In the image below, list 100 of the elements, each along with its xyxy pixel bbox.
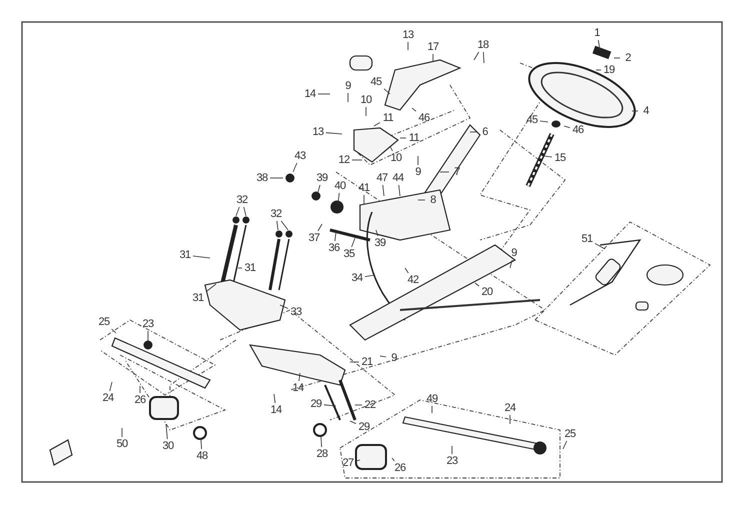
leader-line (320, 436, 322, 448)
callout-number: 1 (590, 27, 604, 39)
leader-line (236, 206, 240, 216)
callout-number: 20 (480, 286, 494, 298)
callout-number: 11 (381, 112, 395, 124)
callout-number: 29 (357, 421, 371, 433)
leader-line (111, 328, 116, 334)
callout-number: 14 (291, 382, 305, 394)
callout-number: 9 (507, 247, 521, 259)
callout-number: 11 (407, 132, 421, 144)
callout-number: 24 (101, 392, 115, 404)
callout-number: 28 (315, 448, 329, 460)
leader-line (351, 238, 356, 248)
callout-number: 39 (373, 237, 387, 249)
leader-line (474, 52, 480, 60)
leader-line (243, 206, 246, 216)
callout-number: 21 (360, 356, 374, 368)
callout-number: 6 (478, 126, 492, 138)
callout-number: 47 (375, 172, 389, 184)
leader-line (540, 120, 548, 122)
leader-line (432, 54, 434, 62)
callout-number: 4 (639, 105, 653, 117)
callout-number: 25 (97, 316, 111, 328)
callout-number: 24 (503, 402, 517, 414)
callout-number: 41 (357, 182, 371, 194)
callout-number: 10 (389, 152, 403, 164)
callout-number: 34 (350, 272, 364, 284)
callout-number: 46 (571, 124, 585, 136)
callout-number: 9 (387, 352, 401, 364)
leader-line (200, 440, 202, 450)
leader-line (562, 440, 568, 450)
leader-line (390, 146, 393, 152)
callout-number: 19 (602, 64, 616, 76)
callout-number: 23 (445, 455, 459, 467)
callout-number: 31 (191, 292, 205, 304)
callout-number: 2 (621, 52, 635, 64)
leader-line (364, 274, 376, 278)
callout-number: 35 (342, 248, 356, 260)
callout-number: 29 (309, 398, 323, 410)
callout-number: 44 (391, 172, 405, 184)
leader-line (598, 40, 600, 50)
leader-line (192, 256, 210, 258)
callout-number: 36 (327, 242, 341, 254)
leader-line (324, 404, 336, 406)
leader-line (280, 304, 288, 309)
leader-line (274, 394, 276, 404)
callout-number: 49 (425, 393, 439, 405)
leader-line (412, 108, 416, 112)
leader-line (474, 282, 480, 286)
callout-number: 43 (293, 150, 307, 162)
leader-line (382, 184, 384, 196)
leader-line (326, 132, 342, 134)
callout-number: 26 (133, 394, 147, 406)
callout-number: 15 (553, 152, 567, 164)
callout-number: 32 (269, 208, 283, 220)
callout-number: 31 (178, 249, 192, 261)
leader-line (298, 372, 300, 382)
callout-number: 39 (315, 172, 329, 184)
callout-number: 25 (563, 428, 577, 440)
leader-line (510, 260, 513, 268)
leader-line (564, 126, 570, 128)
callout-number: 8 (426, 194, 440, 206)
callout-number: 26 (393, 462, 407, 474)
leader-line (356, 460, 360, 462)
callout-number: 7 (450, 166, 464, 178)
leader-line (276, 220, 278, 230)
callout-number: 23 (141, 318, 155, 330)
leader-line (334, 232, 336, 242)
leader-line (292, 162, 298, 172)
callout-number: 45 (369, 76, 383, 88)
leader-line (374, 122, 380, 126)
callout-number: 51 (580, 233, 594, 245)
callout-number: 40 (333, 180, 347, 192)
leader-line (594, 243, 606, 250)
callout-number: 17 (426, 41, 440, 53)
leader-line (404, 268, 409, 274)
leader-line (380, 356, 386, 358)
callout-number: 33 (289, 306, 303, 318)
leader-line (632, 110, 638, 112)
callout-number: 32 (235, 194, 249, 206)
leader-line (350, 420, 356, 424)
callout-number: 45 (525, 114, 539, 126)
callout-number: 31 (243, 262, 257, 274)
callout-number: 9 (341, 80, 355, 92)
leader-line (109, 382, 112, 392)
callout-number: 14 (269, 404, 283, 416)
callout-number: 22 (363, 399, 377, 411)
callout-number: 9 (411, 166, 425, 178)
leader-line (338, 192, 340, 204)
callout-number: 14 (303, 88, 317, 100)
callout-number: 38 (255, 172, 269, 184)
callout-number: 13 (311, 126, 325, 138)
leader-line (384, 88, 390, 94)
callout-number: 10 (359, 94, 373, 106)
leader-line (318, 224, 322, 232)
callout-number: 30 (161, 440, 175, 452)
leader-line (166, 424, 168, 440)
leader-line (280, 220, 288, 230)
leader-line (398, 184, 400, 196)
callout-number: 18 (476, 39, 490, 51)
